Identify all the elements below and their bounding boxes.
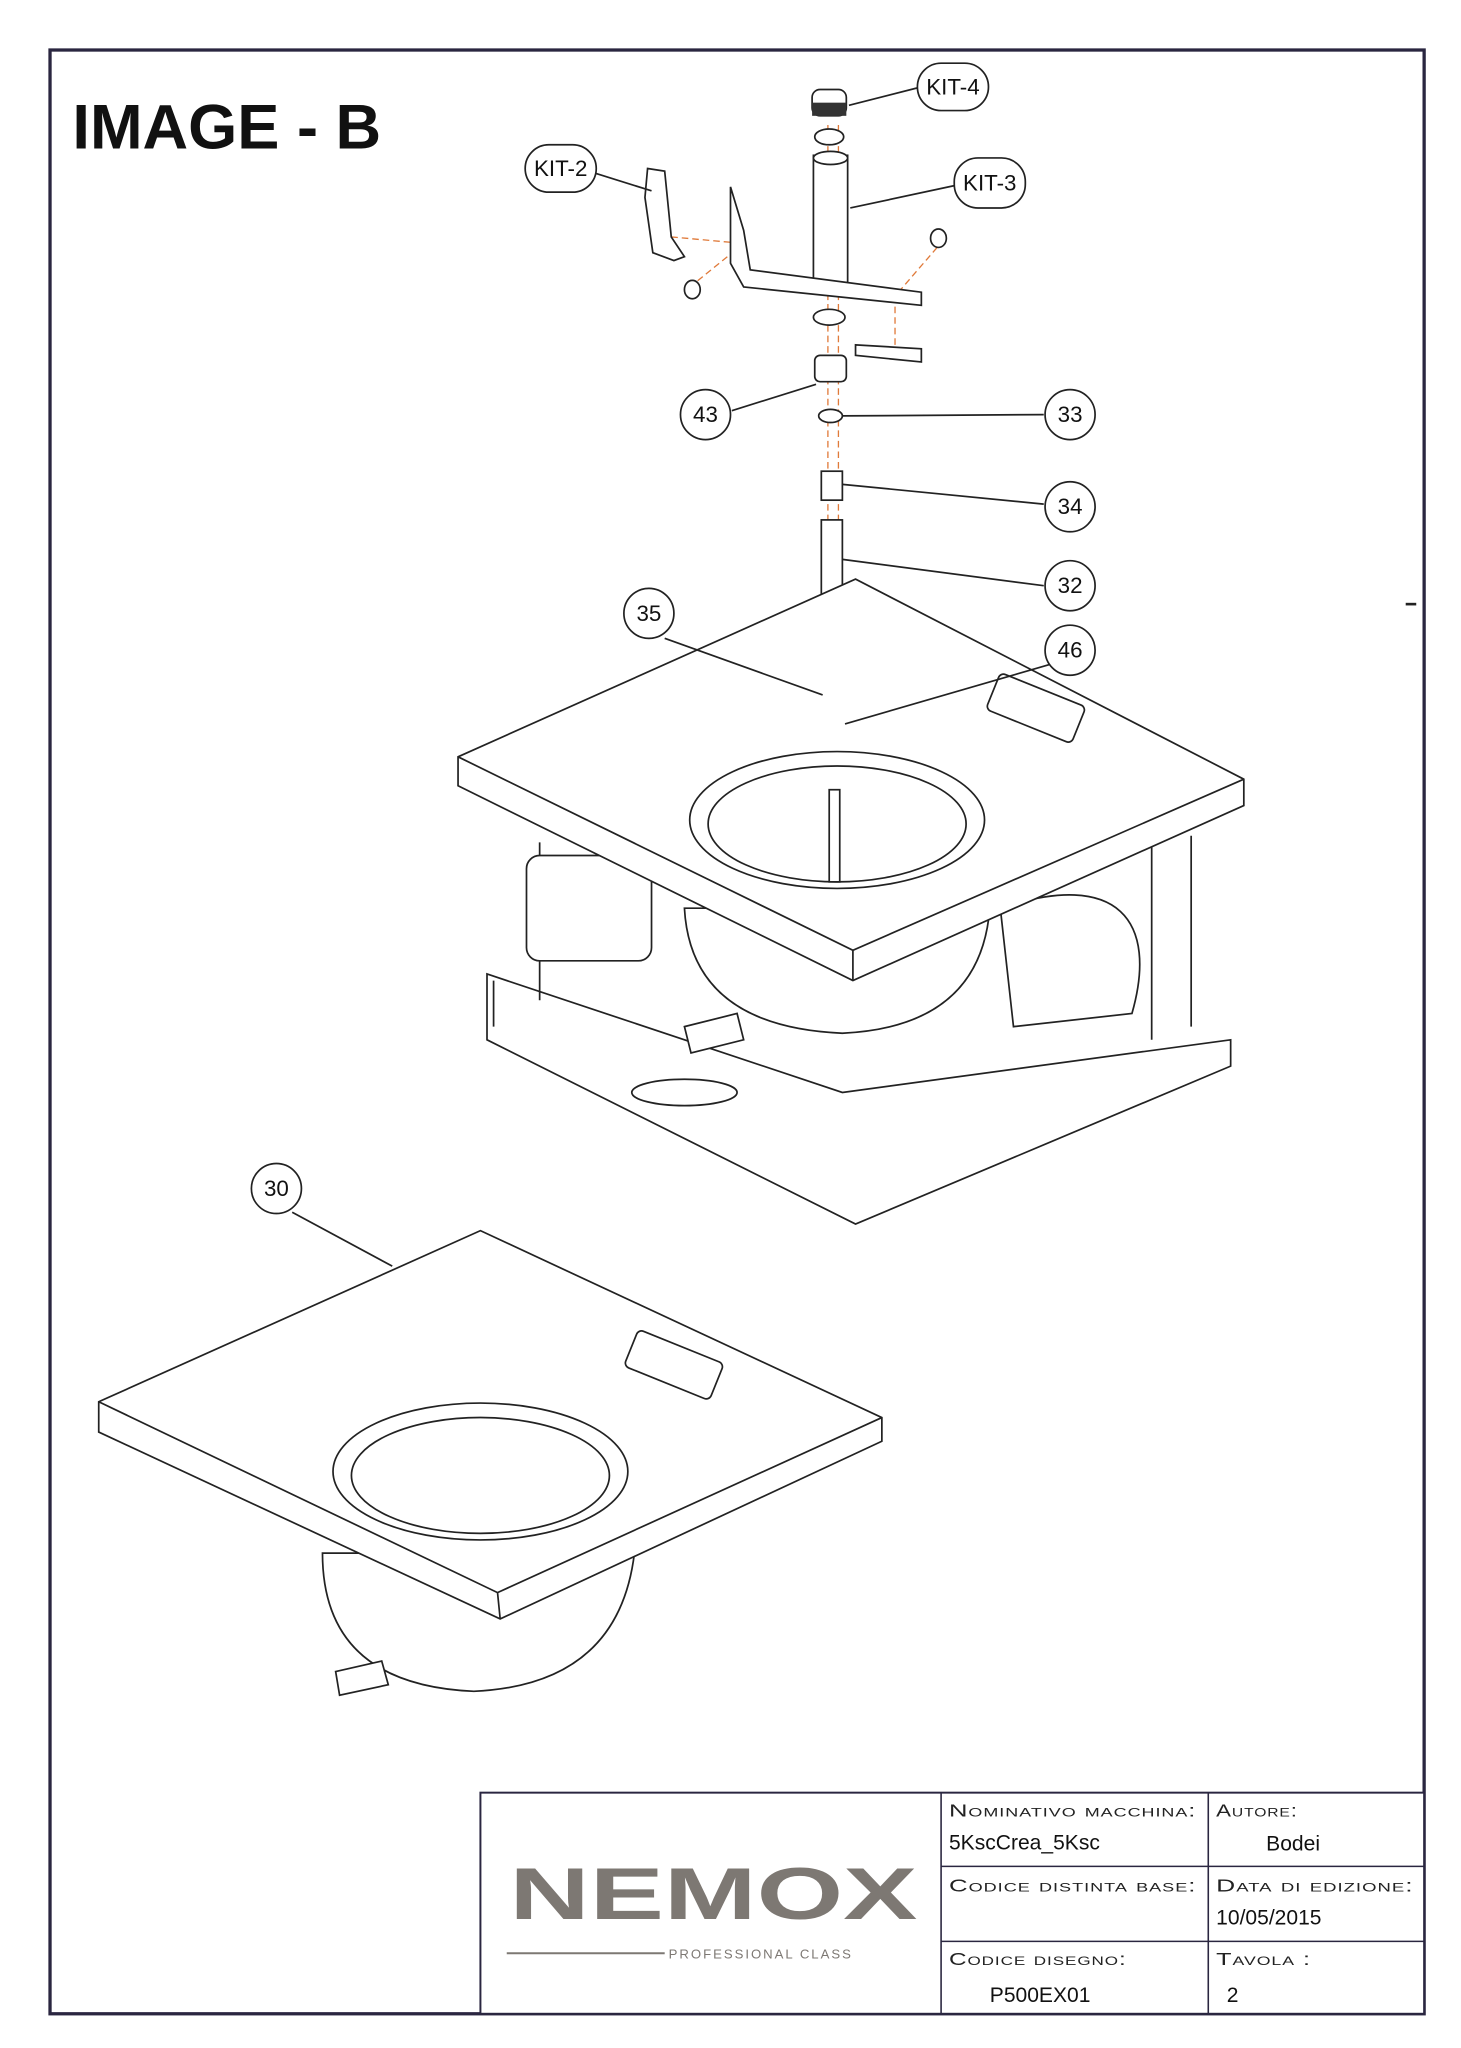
kit3-blade: [729, 186, 923, 307]
callout-30: 30: [250, 1162, 303, 1215]
part-34: [820, 470, 844, 502]
o-ring: [813, 128, 845, 146]
machine-label: Nominativo macchina:: [949, 1801, 1196, 1820]
callout-kit-4: KIT-4: [916, 62, 990, 112]
svg-text:32: 32: [1058, 573, 1083, 598]
bom-label: Codice distinta base:: [949, 1876, 1196, 1895]
chassis: [486, 972, 1232, 1226]
drawing-code-value: P500EX01: [990, 1984, 1091, 2007]
logo-tagline: PROFESSIONAL CLASS: [669, 1946, 853, 1961]
machine-base-assembly: [457, 578, 1245, 1226]
callout-35: 35: [623, 587, 675, 640]
sheet-label: Tavola :: [1216, 1950, 1311, 1969]
author-label: Autore:: [1216, 1801, 1298, 1820]
kit3-tube: [812, 154, 849, 295]
svg-text:KIT-2: KIT-2: [534, 156, 587, 181]
svg-text:35: 35: [636, 601, 661, 626]
nemox-logo: NEMOX: [509, 1852, 917, 1935]
svg-text:43: 43: [693, 402, 718, 427]
part-33: [817, 408, 844, 424]
date-label: Data di edizione:: [1216, 1876, 1413, 1895]
author-value: Bodei: [1266, 1833, 1320, 1856]
part-43: [813, 354, 848, 383]
machine-value: 5KscCrea_5Ksc: [949, 1831, 1100, 1854]
date-value: 10/05/2015: [1216, 1906, 1321, 1929]
sheet-value: 2: [1227, 1984, 1239, 2007]
svg-text:34: 34: [1058, 494, 1083, 519]
svg-text:33: 33: [1058, 402, 1083, 427]
svg-text:KIT-4: KIT-4: [926, 74, 979, 99]
image-title: IMAGE - B: [72, 93, 381, 163]
svg-text:46: 46: [1058, 638, 1083, 663]
kit2-scraper: [644, 167, 686, 262]
svg-text:KIT-3: KIT-3: [963, 170, 1016, 195]
callout-32: 32: [1044, 559, 1096, 612]
title-block: NEMOX PROFESSIONAL CLASS Nominativo macc…: [479, 1791, 1426, 2015]
callout-46: 46: [1044, 624, 1096, 677]
callout-kit-3: KIT-3: [953, 157, 1027, 209]
drawing-code-label: Codice disegno:: [949, 1950, 1127, 1969]
motor: [525, 854, 653, 962]
callout-34: 34: [1044, 480, 1096, 533]
part-30-top-plate: [97, 1229, 883, 1697]
callout-43: 43: [679, 388, 732, 441]
handle: [986, 673, 1086, 743]
svg-text:30: 30: [264, 1176, 289, 1201]
callout-kit-2: KIT-2: [524, 143, 598, 194]
callout-33: 33: [1044, 388, 1096, 441]
